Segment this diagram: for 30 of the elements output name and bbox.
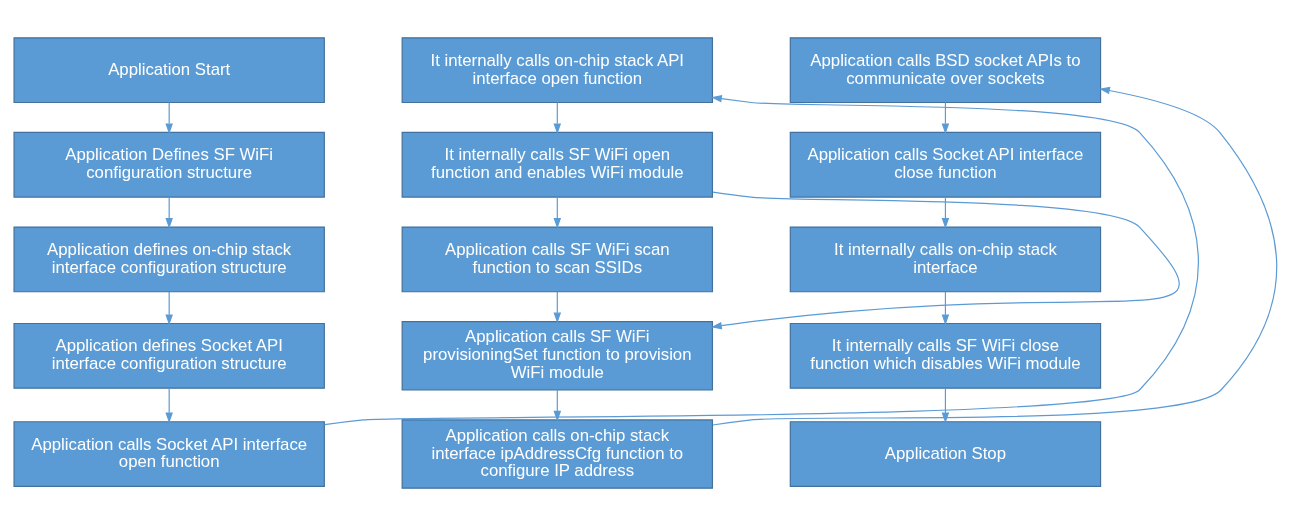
arrow — [553, 388, 562, 422]
arrow — [553, 290, 562, 323]
node-box: Application calls SF WiFi scan function to scan SSIDs — [401, 225, 714, 292]
node-box: Application calls SF WiFi provisioningSet function to provision WiFi module — [401, 320, 714, 391]
node-box: Application calls BSD socket APIs to communicate over sockets — [789, 36, 1102, 103]
arrow — [553, 101, 562, 134]
node-box: Application defines on-chip stack interface configuration structure — [13, 225, 325, 292]
node-box: Application Stop — [789, 420, 1102, 487]
arrow — [165, 290, 173, 325]
arrow — [553, 196, 562, 229]
node-box: It internally calls on-chip stack API interface open function — [401, 36, 714, 103]
node-box: Application defines Socket API interface configuration structure — [13, 322, 325, 389]
node-box: It internally calls on-chip stack interface — [789, 225, 1102, 292]
arrow — [941, 387, 950, 423]
node-box: It internally calls SF WiFi close function which disables WiFi module — [789, 322, 1102, 389]
arrow — [165, 101, 173, 134]
node-box: Application Start — [13, 36, 325, 103]
arrow — [712, 86, 1278, 426]
node-box: Application calls Socket API interface close function — [789, 131, 1102, 198]
node-box: Application calls on-chip stack interface ipAddressCfg function to configure IP address — [401, 418, 714, 489]
node-box: Application Defines SF WiFi configuration structure — [13, 131, 325, 198]
node-box: It internally calls SF WiFi open function and enables WiFi module — [401, 131, 714, 198]
arrow — [324, 94, 1199, 425]
arrow — [711, 191, 1180, 329]
arrow — [941, 290, 950, 325]
arrow — [165, 387, 173, 423]
arrow — [941, 101, 950, 134]
arrow — [165, 196, 173, 229]
node-box: Application calls Socket API interface open function — [13, 420, 325, 487]
arrow — [941, 196, 950, 229]
